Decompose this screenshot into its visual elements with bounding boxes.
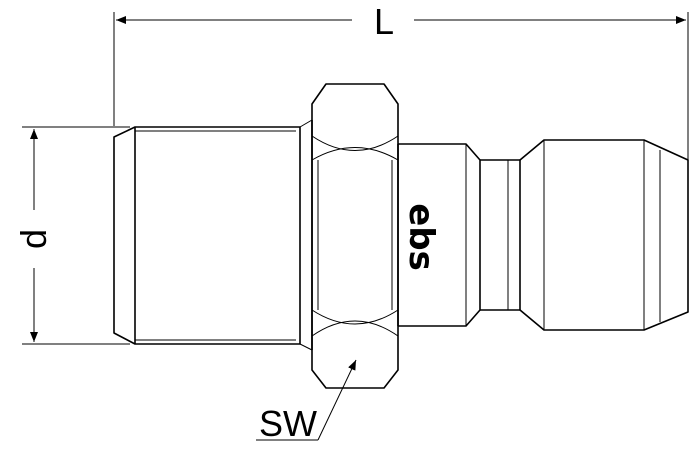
threaded-end	[113, 119, 313, 351]
collar	[398, 143, 481, 327]
wrench-size-leader	[317, 359, 357, 441]
brand-logo: ebs	[401, 203, 441, 271]
dimension-length: L	[113, 1, 689, 312]
wrench-size-label: SW	[259, 403, 317, 444]
groove	[480, 159, 521, 311]
dimension-diameter: d	[13, 126, 130, 345]
diameter-label: d	[13, 229, 54, 249]
wrench-size-callout: SW	[256, 359, 357, 444]
length-label: L	[374, 1, 394, 42]
plug-nose	[519, 139, 689, 331]
hex-body: ebs	[311, 83, 441, 389]
